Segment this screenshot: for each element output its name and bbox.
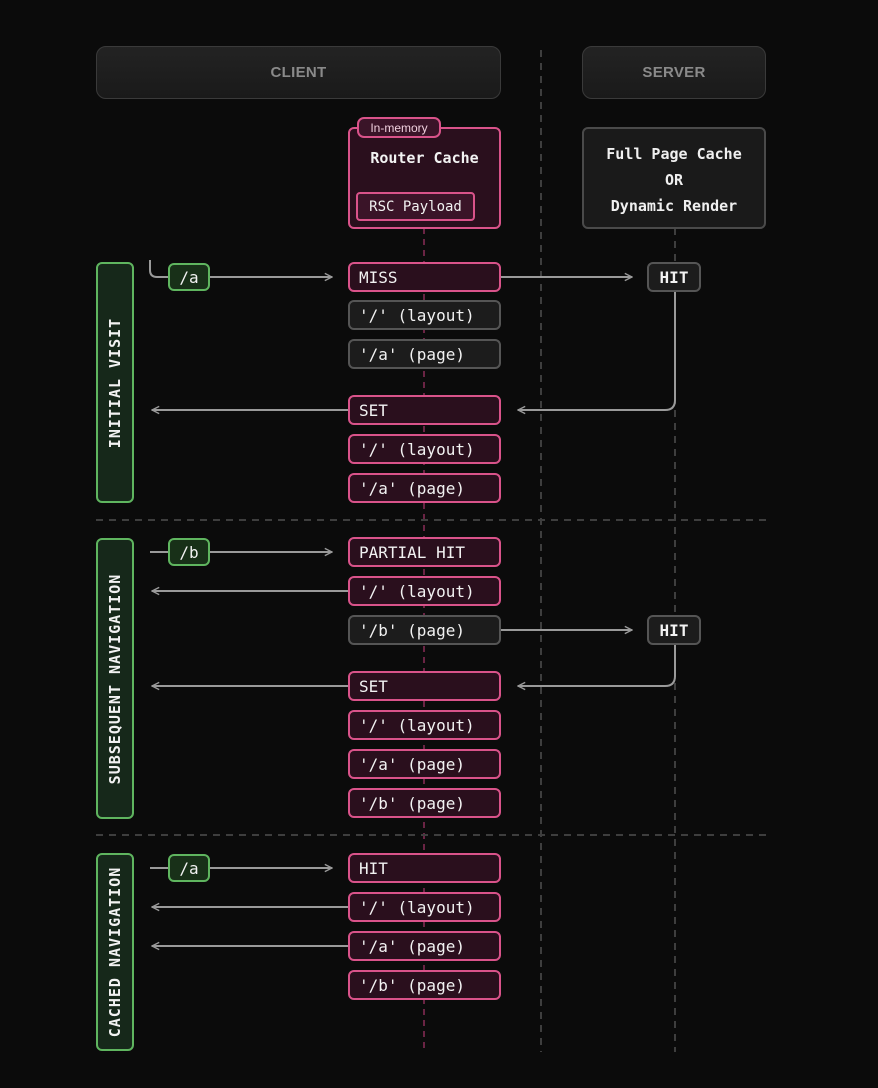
client-column-header: CLIENT — [96, 46, 501, 99]
router-cache-title: Router Cache — [370, 149, 479, 167]
page-b-row: '/b' (page) — [348, 788, 501, 818]
route-b-chip: /b — [168, 538, 210, 566]
route-a-chip-cached: /a — [168, 854, 210, 882]
arrow-server-to-set-1 — [518, 292, 676, 410]
server-box-line-3: Dynamic Render — [610, 197, 738, 215]
server-column-header: SERVER — [582, 46, 766, 99]
full-page-cache-box: Full Page Cache OR Dynamic Render — [582, 127, 766, 229]
server-box-line-2: OR — [664, 171, 684, 189]
client-column-label: CLIENT — [270, 64, 327, 81]
server-column-label: SERVER — [642, 64, 706, 81]
layout-row: '/' (layout) — [348, 434, 501, 464]
cache-hit-row: HIT — [348, 853, 501, 883]
server-box-line-1: Full Page Cache — [606, 145, 742, 163]
cached-navigation-section: CACHED NAVIGATION — [96, 853, 134, 1051]
arrow-server-to-set-2 — [518, 645, 676, 686]
server-hit-badge: HIT — [647, 262, 701, 292]
page-b-row: '/b' (page) — [348, 615, 501, 645]
route-a-chip: /a — [168, 263, 210, 291]
layout-row: '/' (layout) — [348, 300, 501, 330]
arrow-route-a-to-cache — [149, 260, 332, 277]
page-a-row: '/a' (page) — [348, 473, 501, 503]
page-a-row: '/a' (page) — [348, 749, 501, 779]
cached-navigation-label: CACHED NAVIGATION — [106, 866, 124, 1038]
layout-row: '/' (layout) — [348, 710, 501, 740]
page-a-row: '/a' (page) — [348, 931, 501, 961]
cache-miss-row: MISS — [348, 262, 501, 292]
cache-set-row: SET — [348, 671, 501, 701]
cache-partial-hit-row: PARTIAL HIT — [348, 537, 501, 567]
page-b-row: '/b' (page) — [348, 970, 501, 1000]
rsc-payload-tag: RSC Payload — [356, 192, 475, 221]
initial-visit-label: INITIAL VISIT — [106, 317, 124, 448]
in-memory-tag: In-memory — [357, 117, 441, 138]
in-memory-label: In-memory — [370, 120, 428, 135]
initial-visit-section: INITIAL VISIT — [96, 262, 134, 503]
cache-set-row: SET — [348, 395, 501, 425]
layout-row: '/' (layout) — [348, 576, 501, 606]
subsequent-navigation-label: SUBSEQUENT NAVIGATION — [106, 573, 124, 784]
layout-row: '/' (layout) — [348, 892, 501, 922]
subsequent-navigation-section: SUBSEQUENT NAVIGATION — [96, 538, 134, 819]
server-hit-badge: HIT — [647, 615, 701, 645]
rsc-payload-label: RSC Payload — [369, 198, 462, 215]
page-a-row: '/a' (page) — [348, 339, 501, 369]
